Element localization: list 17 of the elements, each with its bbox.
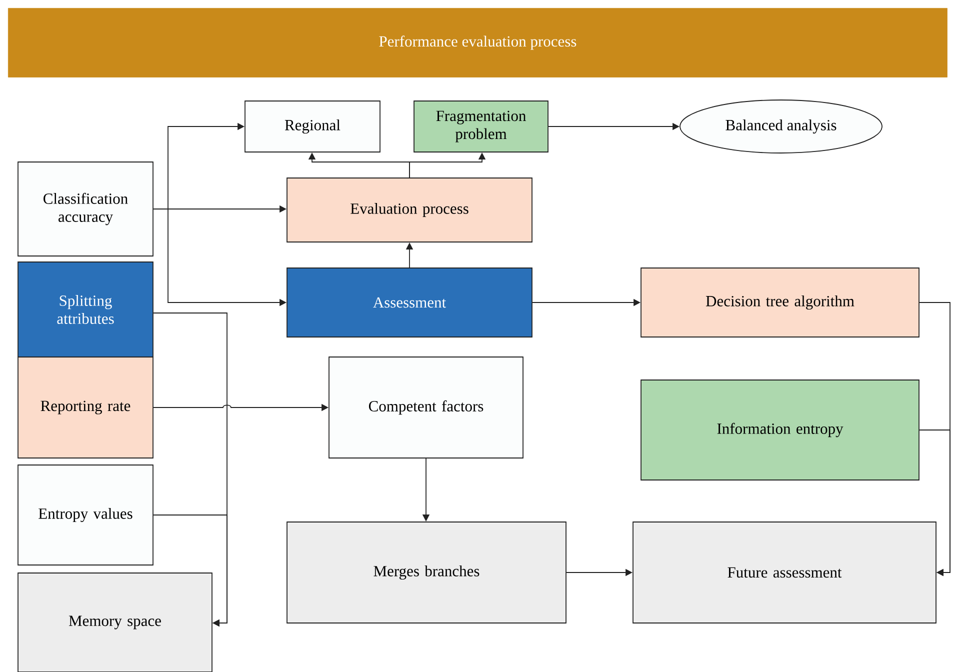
process-box: Splitting attributes [18,262,154,358]
process-box: Reporting rate [18,356,154,458]
process-box: Classification accuracy [18,162,154,256]
process-box: Future assessment [632,522,936,624]
arrow [153,514,228,627]
process-box: Competent factors [328,356,524,458]
process-box: Merges branches [286,522,566,624]
process-box: Memory space [18,572,212,672]
process-box: Evaluation process [286,178,532,242]
arrow [919,430,950,576]
title-banner: Performance evaluation process [8,8,948,78]
process-box: Regional [244,100,380,152]
process-box: Information entropy [640,380,920,480]
process-box: Assessment [286,268,532,338]
process-box: Entropy values [18,464,154,566]
process-box: Fragmentation problem [414,100,548,152]
process-box: Decision tree algorithm [640,268,920,338]
